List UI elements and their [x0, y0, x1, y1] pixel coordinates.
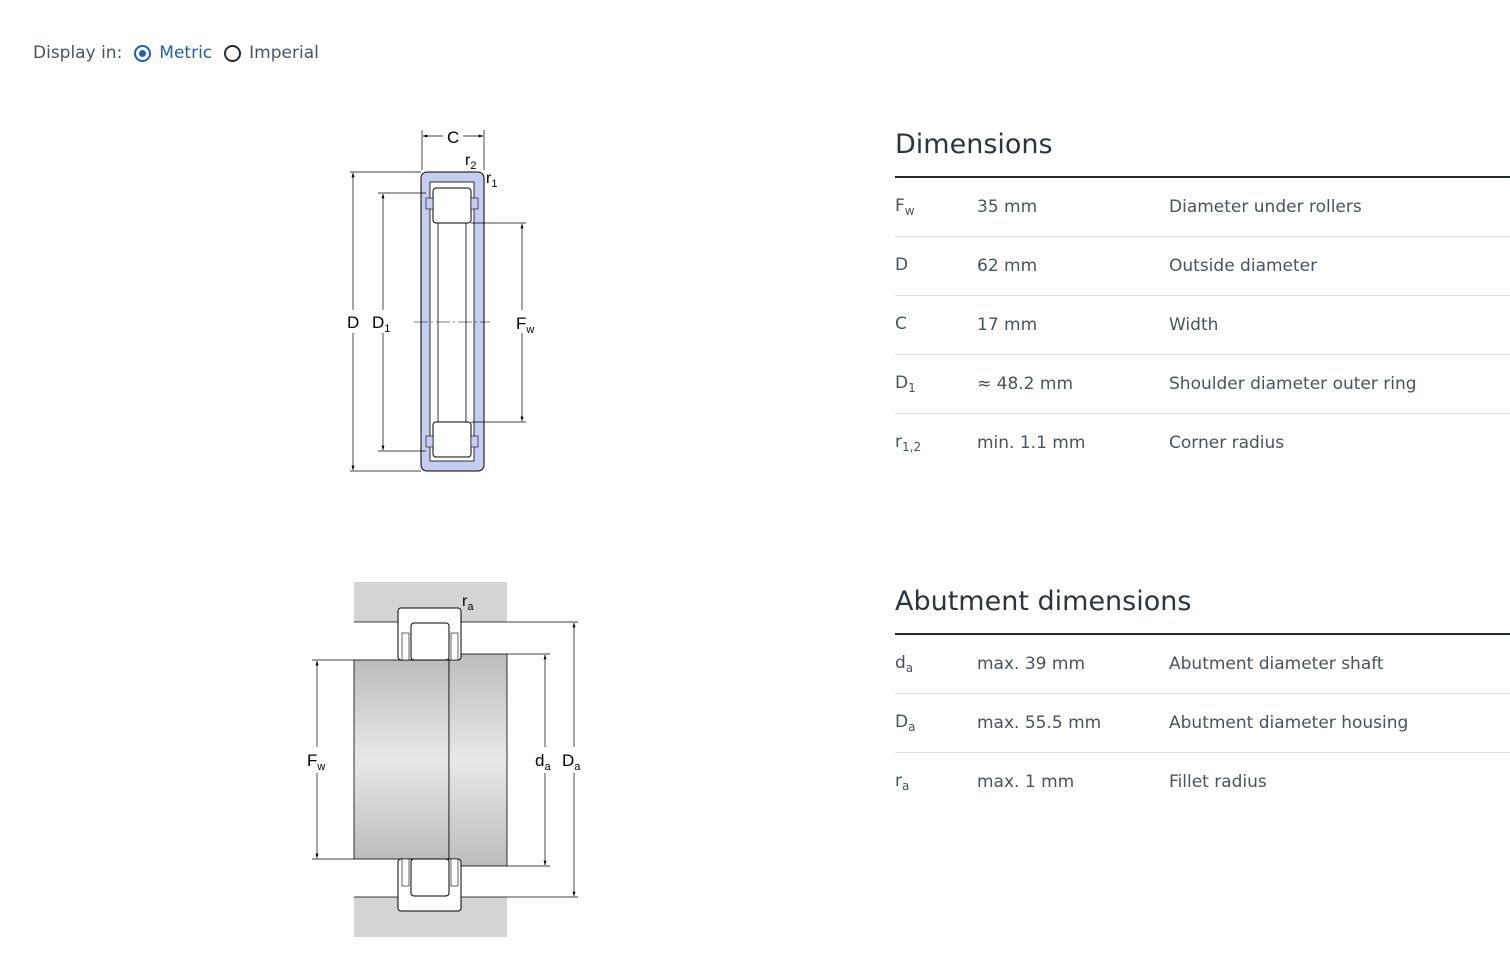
svg-text:Fw: Fw [516, 314, 534, 336]
imperial-radio-label[interactable]: Imperial [249, 43, 319, 63]
table-row: r1,2 min. 1.1 mm Corner radius [895, 414, 1510, 472]
row-value: max. 1 mm [977, 772, 1075, 792]
row-description: Width [1169, 315, 1219, 335]
display-label: Display in: [33, 43, 123, 63]
table-row: da max. 39 mm Abutment diameter shaft [895, 635, 1510, 694]
table-row: ra max. 1 mm Fillet radius [895, 753, 1510, 811]
row-description: Outside diameter [1169, 256, 1318, 276]
row-description: Fillet radius [1169, 772, 1267, 792]
svg-text:ra: ra [462, 593, 474, 613]
row-value: min. 1.1 mm [977, 433, 1086, 453]
imperial-radio[interactable]: Imperial [224, 43, 319, 63]
svg-text:r2: r2 [465, 152, 476, 172]
row-symbol: Da [895, 712, 916, 734]
row-symbol: Fw [895, 196, 915, 218]
row-description: Shoulder diameter outer ring [1169, 374, 1417, 394]
label-d: D [347, 313, 359, 332]
row-symbol: D [895, 255, 909, 275]
radio-unchecked-icon[interactable] [224, 44, 242, 62]
svg-text:Da: Da [562, 751, 581, 773]
dimensions-title: Dimensions [895, 128, 1510, 178]
metric-radio[interactable]: Metric [134, 43, 212, 63]
dimensions-section: Dimensions Fw 35 mm Diameter under rollers… [895, 128, 1510, 472]
row-value: max. 39 mm [977, 654, 1086, 674]
row-description: Corner radius [1169, 433, 1285, 453]
row-description: Abutment diameter shaft [1169, 654, 1384, 674]
row-value: ≈ 48.2 mm [977, 374, 1074, 394]
display-units-toggle: Display in: Metric Imperial [33, 38, 331, 68]
svg-text:r1: r1 [486, 170, 497, 190]
svg-text:Fw: Fw [307, 751, 325, 773]
row-symbol: r1,2 [895, 432, 922, 454]
row-description: Diameter under rollers [1169, 197, 1362, 217]
abutment-title: Abutment dimensions [895, 585, 1510, 635]
metric-radio-label[interactable]: Metric [159, 43, 213, 63]
row-value: 62 mm [977, 256, 1038, 276]
table-row: D1 ≈ 48.2 mm Shoulder diameter outer ring [895, 355, 1510, 414]
svg-text:D1: D1 [372, 313, 390, 335]
svg-text:da: da [535, 751, 551, 773]
radio-checked-icon[interactable] [134, 44, 152, 62]
row-symbol: da [895, 653, 914, 675]
row-value: 35 mm [977, 197, 1038, 217]
row-value: max. 55.5 mm [977, 713, 1102, 733]
row-symbol: ra [895, 771, 910, 793]
abutment-section: Abutment dimensions da max. 39 mm Abutment… [895, 585, 1510, 811]
row-value: 17 mm [977, 315, 1038, 335]
table-row: Da max. 55.5 mm Abutment diameter housing [895, 694, 1510, 753]
label-c: C [447, 128, 459, 147]
table-row: Fw 35 mm Diameter under rollers [895, 178, 1510, 237]
row-symbol: D1 [895, 373, 916, 395]
abutment-dimensions-diagram: ra Fw da Da [300, 575, 600, 945]
table-row: C 17 mm Width [895, 296, 1510, 355]
bearing-dimensions-diagram: C r2 r1 D D1 Fw [330, 120, 560, 480]
row-description: Abutment diameter housing [1169, 713, 1409, 733]
row-symbol: C [895, 314, 907, 334]
table-row: D 62 mm Outside diameter [895, 237, 1510, 296]
